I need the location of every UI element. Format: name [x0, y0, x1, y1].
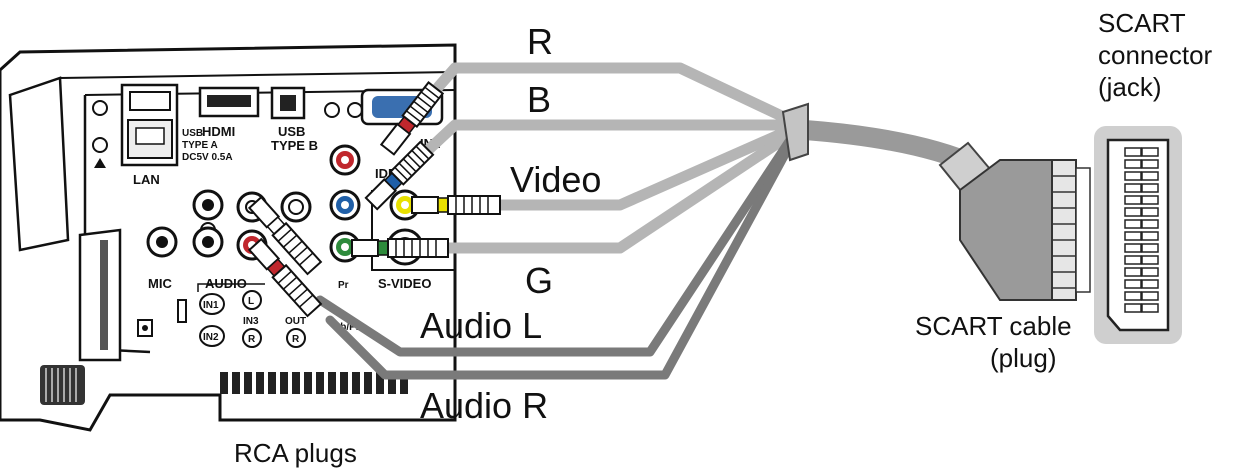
audio-jack-blank	[280, 191, 312, 223]
label-audio-r: Audio R	[420, 385, 548, 426]
svideo-label: S-VIDEO	[378, 276, 431, 291]
screw-icon	[347, 102, 363, 118]
svg-text:R: R	[248, 334, 256, 345]
svg-text:R: R	[292, 334, 300, 345]
usb-a-label-1: USB	[182, 128, 203, 139]
arrow-up-icon	[94, 158, 106, 168]
usb-a-label-2: TYPE A	[182, 140, 218, 151]
screw-icon	[92, 100, 108, 116]
label-g: G	[525, 260, 553, 301]
label-scart-connector-2: connector	[1098, 40, 1213, 70]
svg-text:IN2: IN2	[203, 332, 219, 343]
lan-port[interactable]	[120, 83, 179, 167]
lan-label: LAN	[133, 172, 160, 187]
rca-plug-audio-l	[247, 195, 323, 276]
scart-plug	[938, 141, 1091, 301]
cable-video	[494, 124, 796, 211]
component-jack-red[interactable]	[329, 144, 361, 176]
label-audio-l: Audio L	[420, 305, 542, 346]
label-video: Video	[510, 159, 601, 200]
l-badge: L	[242, 290, 262, 310]
scart-jack	[1094, 126, 1182, 344]
screw-icon	[324, 102, 340, 118]
hdmi-label: HDMI	[202, 124, 235, 139]
hdmi-port[interactable]	[198, 86, 260, 118]
mic-label: MIC	[148, 276, 172, 291]
label-rca-plugs: RCA plugs	[234, 438, 357, 468]
rca-plug-audio-r	[247, 237, 323, 318]
rca-plug-b	[364, 140, 435, 211]
cbpb-label: Cb/Pb	[333, 322, 362, 333]
label-scart-cable-2: (plug)	[990, 343, 1056, 373]
pr-label: Pr	[338, 280, 349, 291]
label-b: B	[527, 79, 551, 120]
in1-badge: IN1	[199, 293, 225, 315]
label-scart-cable-1: SCART cable	[915, 311, 1072, 341]
cable-g	[439, 129, 796, 254]
cable-audio-r	[325, 140, 795, 380]
rca-plug-g	[351, 238, 449, 258]
svg-text:L: L	[248, 296, 254, 307]
usb-a-label-3: DC5V 0.5A	[182, 152, 233, 163]
screw-icon	[92, 137, 108, 153]
cable-splitter	[781, 102, 809, 162]
usb-b-port[interactable]	[270, 86, 306, 120]
svg-text:IN1: IN1	[203, 300, 219, 311]
label-r: R	[527, 21, 553, 62]
r-badge-out: R	[286, 328, 306, 348]
in3-label: IN3	[243, 316, 259, 327]
usb-b-label-2: TYPE B	[271, 138, 318, 153]
in2-badge: IN2	[199, 325, 225, 347]
cable-audio-l	[315, 135, 795, 357]
out-label: OUT	[285, 316, 306, 327]
rca-plug-video	[411, 195, 501, 215]
usb-b-label-1: USB	[278, 124, 305, 139]
label-scart-connector-1: SCART	[1098, 8, 1186, 38]
audio-in-jack-bottom[interactable]	[192, 226, 224, 258]
label-scart-connector-3: (jack)	[1098, 72, 1162, 102]
mic-jack[interactable]	[146, 226, 178, 258]
kensington-lock-icon	[137, 319, 153, 337]
r-badge-in3: R	[242, 328, 262, 348]
audio-in-jack-top[interactable]	[192, 189, 224, 221]
component-jack-blue[interactable]	[329, 189, 361, 221]
rca-plug-r	[379, 81, 445, 156]
